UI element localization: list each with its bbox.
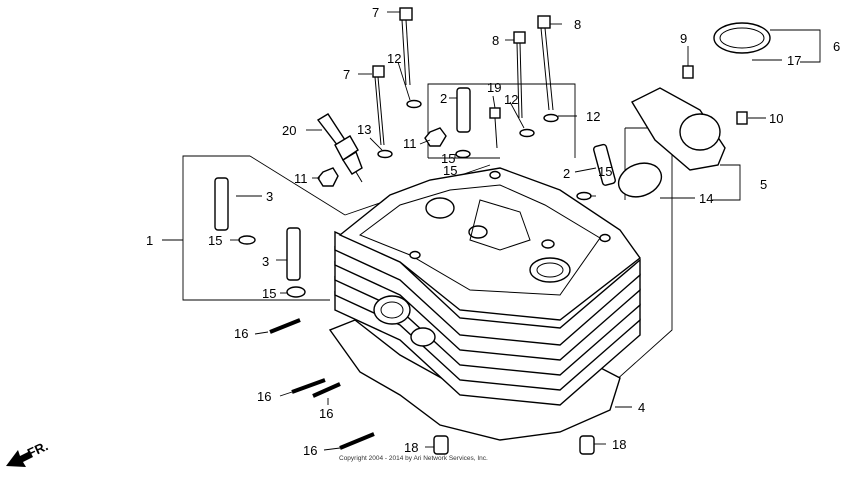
callout-12: 12 [504,92,518,107]
callout-8: 8 [492,33,499,48]
callout-16: 16 [234,326,248,341]
callout-20: 20 [282,123,296,138]
callout-10: 10 [769,111,783,126]
callout-15: 15 [262,286,276,301]
front-arrow-icon [6,450,33,467]
callout-8: 8 [574,17,581,32]
callout-11: 11 [403,136,417,151]
callout-7: 7 [372,5,379,20]
callout-17: 17 [787,53,801,68]
bolts [317,7,559,187]
callout-2: 2 [563,166,570,181]
callout-16: 16 [303,443,317,458]
callout-13: 13 [357,122,371,137]
callout-19: 19 [487,80,501,95]
leader-lines [230,11,782,451]
dowels-studs [269,318,595,455]
front-direction-indicator: FR. [6,438,50,467]
callout-14: 14 [699,191,713,206]
callout-3: 3 [262,254,269,269]
callout-2: 2 [440,91,447,106]
callout-12: 12 [586,109,600,124]
intake-pipe [617,22,775,198]
copyright-notice: Copyright 2004 - 2014 by Ari Network Ser… [339,455,488,462]
callout-6: 6 [833,39,840,54]
front-label: FR. [25,438,50,460]
valve-guides [214,87,616,298]
callout-15: 15 [598,164,612,179]
callout-11: 11 [294,171,308,186]
callout-3: 3 [266,189,273,204]
callout-15: 15 [443,163,457,178]
spark-plug [316,113,363,183]
callout-15: 15 [208,233,222,248]
callout-12: 12 [387,51,401,66]
callout-4: 4 [638,400,645,415]
callout-16: 16 [319,406,333,421]
callout-16: 16 [257,389,271,404]
callout-15: 15 [441,151,455,166]
callout-5: 5 [760,177,767,192]
callout-18: 18 [404,440,418,455]
callout-labels: 1 2 2 3 3 4 5 6 7 7 8 8 9 10 11 11 12 12… [146,5,840,458]
callout-9: 9 [680,31,687,46]
cylinder-head [328,167,641,441]
callout-7: 7 [343,67,350,82]
callout-1: 1 [146,233,153,248]
callout-18: 18 [612,437,626,452]
